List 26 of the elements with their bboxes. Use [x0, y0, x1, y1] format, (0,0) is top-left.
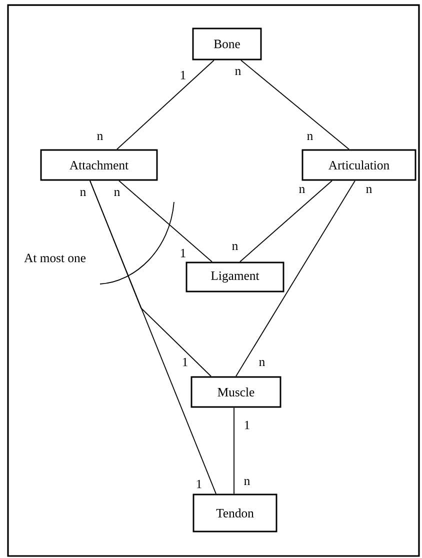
constraint-label: At most one — [24, 254, 86, 262]
cardinality-label: n — [244, 479, 250, 485]
connector — [118, 180, 212, 262]
cardinality-label: 1 — [180, 70, 186, 80]
entity-box: Articulation — [302, 149, 416, 181]
cardinality-label: 1 — [244, 420, 250, 430]
cardinality-label: n — [232, 244, 238, 250]
cardinality-label: 1 — [182, 358, 188, 366]
cardinality-label: n — [307, 134, 313, 140]
cardinality-label: 1 — [180, 248, 186, 258]
connector — [240, 60, 350, 150]
connector — [240, 180, 332, 262]
entity-box: Muscle — [190, 376, 282, 408]
cardinality-label: n — [259, 360, 265, 366]
cardinality-label: n — [80, 190, 86, 196]
cardinality-label: n — [114, 190, 120, 196]
connector — [90, 180, 216, 494]
connector — [116, 60, 214, 150]
connector — [236, 180, 356, 377]
entity-box: Attachment — [40, 149, 158, 181]
cardinality-label: n — [299, 187, 305, 193]
entity-box: Bone — [192, 28, 262, 60]
entity-box: Ligament — [186, 262, 284, 292]
entity-box: Tendon — [192, 494, 278, 532]
cardinality-label: 1 — [196, 480, 202, 488]
cardinality-label: n — [235, 69, 241, 75]
